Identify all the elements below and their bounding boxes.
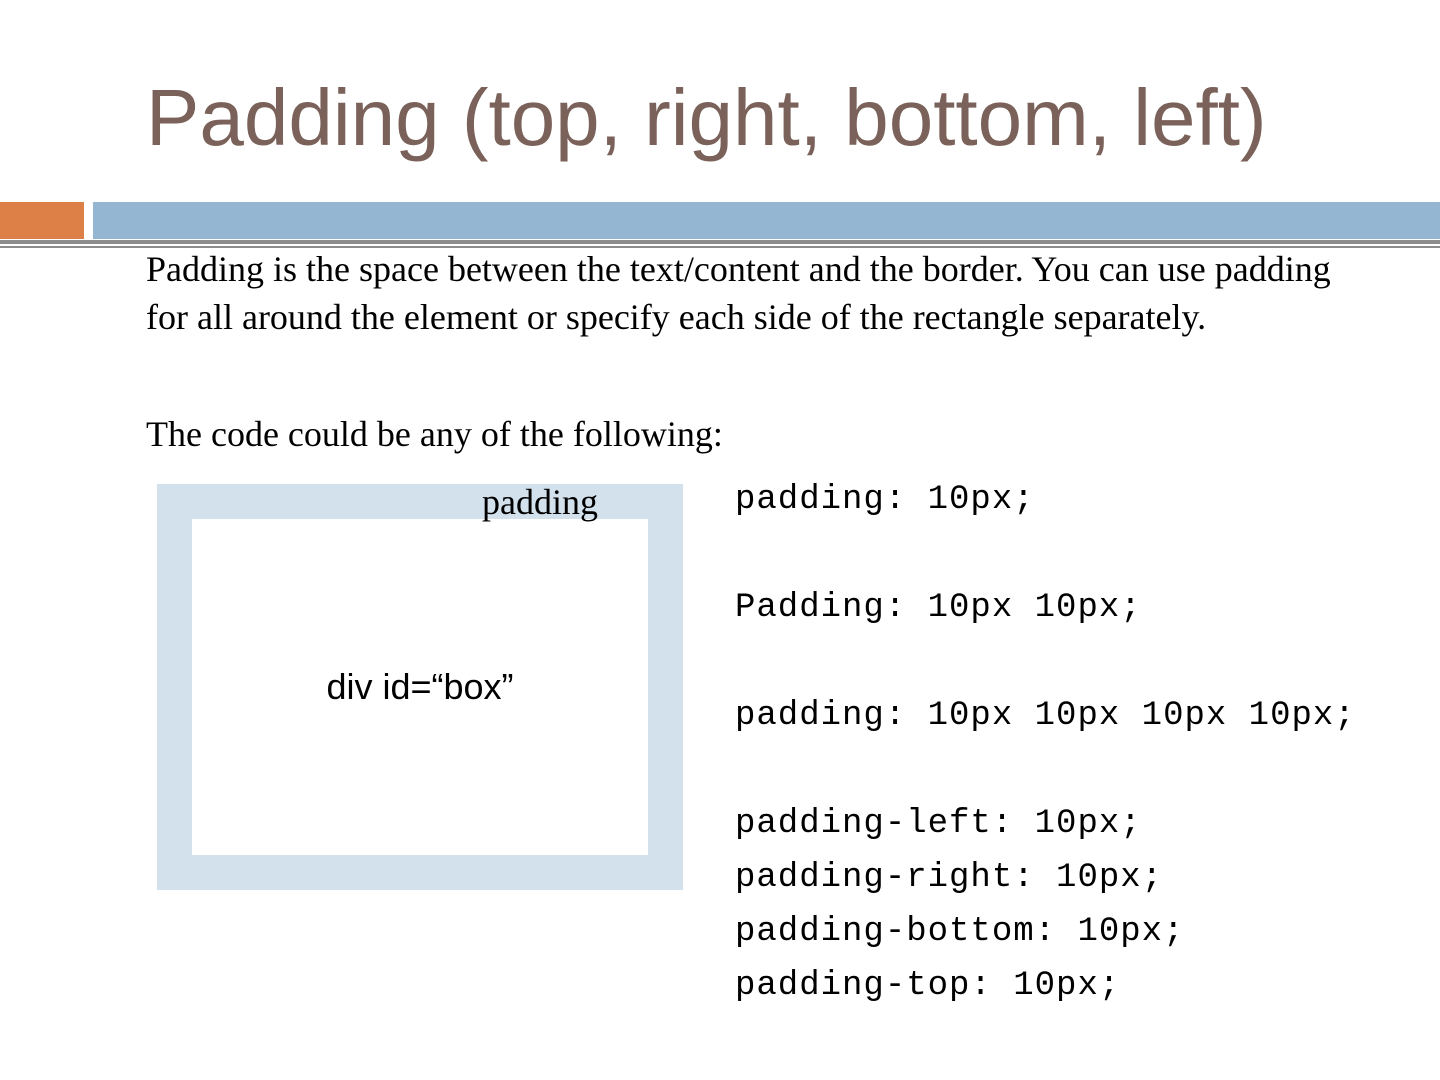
code-line: Padding: 10px 10px; (735, 589, 1142, 627)
code-line: padding: 10px 10px 10px 10px; (735, 697, 1356, 735)
slide-title: Padding (top, right, bottom, left) (146, 73, 1267, 162)
code-line: padding-left: 10px; (735, 805, 1142, 843)
divider-rule (0, 240, 1440, 244)
accent-bar-blue (93, 202, 1440, 239)
divider-rule-thin (0, 246, 1440, 248)
content-box-label: div id=“box” (326, 666, 514, 707)
code-line: padding-top: 10px; (735, 967, 1121, 1005)
code-line: padding-bottom: 10px; (735, 913, 1185, 951)
padding-diagram: div id=“box” (157, 484, 683, 890)
code-line: padding-right: 10px; (735, 859, 1164, 897)
padding-label: padding (482, 482, 598, 522)
content-box: div id=“box” (192, 519, 648, 855)
accent-bar-orange (0, 202, 84, 239)
code-intro-paragraph: The code could be any of the following: (146, 414, 723, 454)
code-line: padding: 10px; (735, 481, 1035, 519)
intro-paragraph: Padding is the space between the text/co… (146, 249, 1331, 337)
